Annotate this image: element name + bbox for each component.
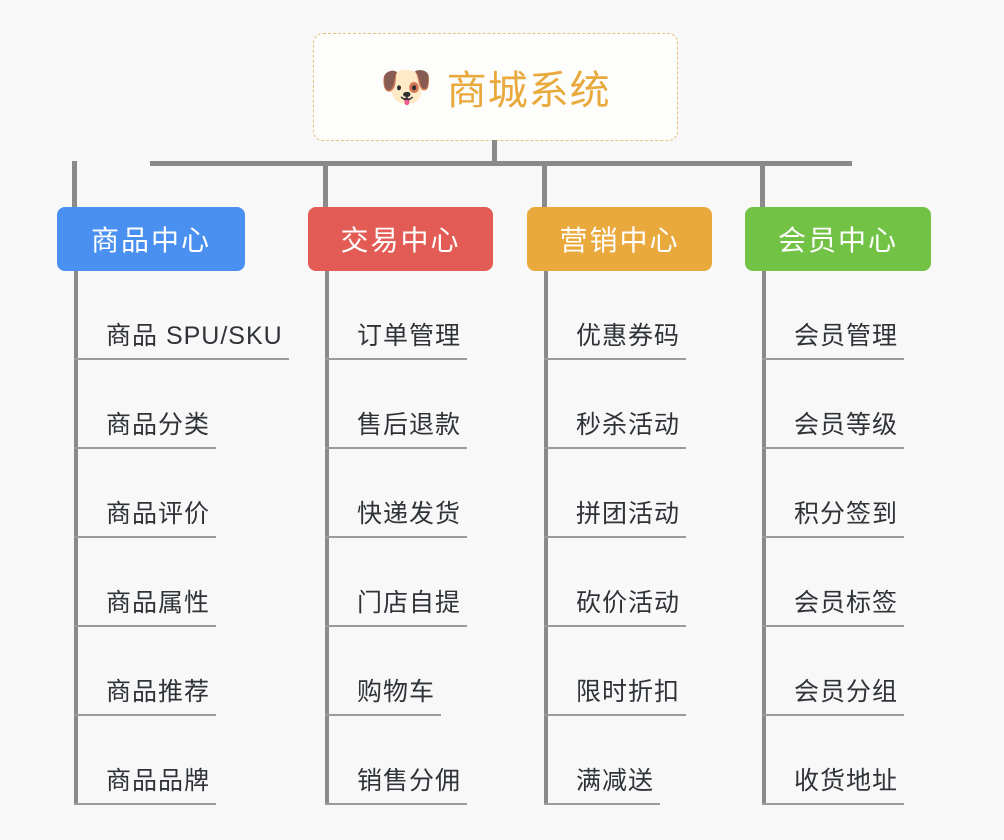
- leaf-item[interactable]: 销售分佣: [325, 716, 468, 805]
- branch-leaf-list-0: 商品 SPU/SKU 商品分类商品评价商品属性商品推荐商品品牌: [74, 271, 289, 805]
- leaf-item-label: 会员标签: [762, 583, 905, 627]
- branch-column-3: 会员中心会员管理会员等级积分签到会员标签会员分组收货地址: [745, 207, 931, 805]
- leaf-item-label: 积分签到: [762, 494, 905, 538]
- leaf-item[interactable]: 商品分类: [74, 360, 289, 449]
- leaf-item[interactable]: 会员管理: [762, 271, 905, 360]
- leaf-item-label: 门店自提: [325, 583, 468, 627]
- branch-leaf-list-1: 订单管理售后退款快递发货门店自提购物车销售分佣: [325, 271, 468, 805]
- leaf-item-label: 销售分佣: [325, 761, 468, 805]
- leaf-item-label: 拼团活动: [544, 494, 687, 538]
- branch-column-2: 营销中心优惠券码秒杀活动拼团活动砍价活动限时折扣满减送: [527, 207, 712, 805]
- branch-column-1: 交易中心订单管理售后退款快递发货门店自提购物车销售分佣: [308, 207, 493, 805]
- branch-leaf-list-3: 会员管理会员等级积分签到会员标签会员分组收货地址: [762, 271, 905, 805]
- branch-header-0[interactable]: 商品中心: [57, 207, 245, 271]
- leaf-item[interactable]: 商品评价: [74, 449, 289, 538]
- leaf-item[interactable]: 会员分组: [762, 627, 905, 716]
- connector-branch-drop-0: [72, 161, 77, 209]
- connector-branch-drop-2: [542, 161, 547, 209]
- branch-header-1[interactable]: 交易中心: [308, 207, 493, 271]
- leaf-item-label: 售后退款: [325, 405, 468, 449]
- leaf-item[interactable]: 砍价活动: [544, 538, 687, 627]
- connector-horizontal-bus: [150, 161, 852, 166]
- leaf-item[interactable]: 订单管理: [325, 271, 468, 360]
- shiba-dog-face-icon: 🐶: [380, 63, 433, 110]
- connector-branch-drop-3: [760, 161, 765, 209]
- root-node[interactable]: 🐶 商城系统: [313, 33, 678, 141]
- leaf-item-label: 商品品牌: [74, 761, 217, 805]
- leaf-item[interactable]: 会员等级: [762, 360, 905, 449]
- branch-header-label: 营销中心: [559, 225, 680, 256]
- leaf-item[interactable]: 秒杀活动: [544, 360, 687, 449]
- leaf-item[interactable]: 门店自提: [325, 538, 468, 627]
- leaf-item-label: 收货地址: [762, 761, 905, 805]
- leaf-item-label: 砍价活动: [544, 583, 687, 627]
- leaf-item[interactable]: 购物车: [325, 627, 467, 716]
- leaf-item[interactable]: 积分签到: [762, 449, 905, 538]
- leaf-item[interactable]: 满减送: [544, 716, 686, 805]
- branch-header-label: 商品中心: [90, 225, 211, 256]
- leaf-item-label: 优惠券码: [544, 316, 687, 360]
- leaf-item-label: 商品 SPU/SKU: [74, 316, 289, 360]
- leaf-item-label: 会员分组: [762, 672, 905, 716]
- branch-leaf-list-2: 优惠券码秒杀活动拼团活动砍价活动限时折扣满减送: [544, 271, 687, 805]
- branch-header-3[interactable]: 会员中心: [745, 207, 931, 271]
- leaf-item-label: 快递发货: [325, 494, 468, 538]
- leaf-item-label: 商品评价: [74, 494, 217, 538]
- leaf-item-label: 商品分类: [74, 405, 217, 449]
- leaf-item[interactable]: 收货地址: [762, 716, 905, 805]
- root-title: 商城系统: [446, 69, 611, 113]
- leaf-item[interactable]: 拼团活动: [544, 449, 687, 538]
- leaf-item[interactable]: 商品属性: [74, 538, 289, 627]
- branch-header-label: 会员中心: [777, 225, 898, 256]
- leaf-item-label: 会员等级: [762, 405, 905, 449]
- leaf-item[interactable]: 商品品牌: [74, 716, 289, 805]
- leaf-item-label: 秒杀活动: [544, 405, 687, 449]
- leaf-item-label: 会员管理: [762, 316, 905, 360]
- branch-header-2[interactable]: 营销中心: [527, 207, 712, 271]
- leaf-item-label: 购物车: [325, 672, 442, 716]
- leaf-item-label: 限时折扣: [544, 672, 687, 716]
- branch-column-0: 商品中心商品 SPU/SKU 商品分类商品评价商品属性商品推荐商品品牌: [57, 207, 289, 805]
- leaf-item[interactable]: 快递发货: [325, 449, 468, 538]
- leaf-item[interactable]: 会员标签: [762, 538, 905, 627]
- leaf-item-label: 订单管理: [325, 316, 468, 360]
- leaf-item[interactable]: 限时折扣: [544, 627, 687, 716]
- leaf-item-label: 商品推荐: [74, 672, 217, 716]
- leaf-item-label: 满减送: [544, 761, 661, 805]
- leaf-item[interactable]: 优惠券码: [544, 271, 687, 360]
- connector-branch-drop-1: [323, 161, 328, 209]
- leaf-item[interactable]: 售后退款: [325, 360, 468, 449]
- leaf-item-label: 商品属性: [74, 583, 217, 627]
- leaf-item[interactable]: 商品推荐: [74, 627, 289, 716]
- connector-root-vertical: [492, 140, 497, 164]
- leaf-item[interactable]: 商品 SPU/SKU: [74, 271, 289, 360]
- branch-header-label: 交易中心: [340, 225, 461, 256]
